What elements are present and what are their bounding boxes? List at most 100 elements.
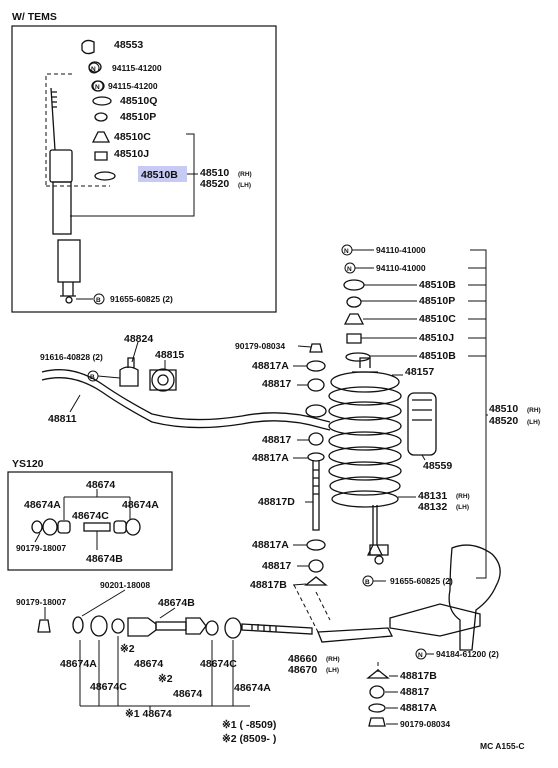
label-91655-right: 91655-60825 (2) xyxy=(390,576,453,586)
mark-2-left: ※2 xyxy=(120,643,135,655)
tems-shock-absorber xyxy=(49,87,81,304)
label-48510j: 48510J xyxy=(114,148,149,160)
label-48811: 48811 xyxy=(48,413,77,425)
label-90201-18008: 90201-18008 xyxy=(100,580,150,590)
part-48510b xyxy=(94,171,116,181)
label-48817a-1: 48817A xyxy=(252,360,289,372)
part-48553 xyxy=(81,39,95,55)
label-48510q: 48510Q xyxy=(120,95,157,107)
washer-90201 xyxy=(72,616,84,634)
steering-knuckle xyxy=(448,544,501,651)
label-94115-41200-b: 94115-41200 xyxy=(108,81,158,91)
cushion-48817a-2 xyxy=(307,452,325,462)
label-48510b-highlighted[interactable]: 48510B xyxy=(141,169,178,181)
label-ys-48674a-right: 48674A xyxy=(122,499,159,511)
label-90179-18007-bottom: 90179-18007 xyxy=(16,597,66,607)
link-end-top xyxy=(305,404,327,418)
nut-90179 xyxy=(309,343,323,353)
collar-48674c-right xyxy=(205,620,219,636)
footnote-2: ※2 (8509- ) xyxy=(222,733,276,745)
svg-text:N: N xyxy=(418,652,423,659)
nut-90179-18007 xyxy=(37,619,51,633)
stabilizer-bar-outline xyxy=(41,377,331,431)
label-ys-90179-18007: 90179-18007 xyxy=(16,543,66,553)
label-90179-08034-b: 90179-08034 xyxy=(400,719,450,729)
cushion-48674a-right xyxy=(224,617,242,639)
label-48510c: 48510C xyxy=(114,131,151,143)
label-48670: 48670 xyxy=(288,664,317,676)
label-48132: 48132 xyxy=(418,501,447,513)
mark-2-right: ※2 xyxy=(158,673,173,685)
tems-dash-line xyxy=(45,73,110,187)
label-48157: 48157 xyxy=(405,366,434,378)
label-rh-arm: (RH) xyxy=(326,656,340,663)
collar-48674c-left xyxy=(111,618,125,634)
cushion-48817-1 xyxy=(307,378,325,392)
stabilizer-bracket-48824 xyxy=(119,357,139,387)
label-48674b-bottom: 48674B xyxy=(158,597,195,609)
label-48817a-2: 48817A xyxy=(252,452,289,464)
label-48674a-bottom-right: 48674A xyxy=(234,682,271,694)
part-48510b-right xyxy=(343,279,365,291)
tems-parts xyxy=(81,39,116,181)
tems-bracket xyxy=(70,133,195,217)
part-48510c xyxy=(91,131,111,143)
bolt-48674b xyxy=(127,617,157,637)
ys120-box xyxy=(7,471,173,571)
arm-dash xyxy=(293,584,319,633)
label-48674-bottom-right: 48674 xyxy=(173,688,202,700)
ys120-parts xyxy=(31,518,141,536)
bottom-tie-rod-parts xyxy=(37,615,313,639)
part-48510b2-right xyxy=(345,352,371,362)
ys120-90179-leader xyxy=(34,532,41,543)
stab-bolt-leader xyxy=(97,375,121,379)
cushion-48817-3 xyxy=(308,559,324,573)
svg-text:N: N xyxy=(344,248,349,255)
label-lh-right: (LH) xyxy=(527,419,540,426)
part-48510j xyxy=(94,151,108,161)
label-48817-4: 48817 xyxy=(400,686,429,698)
coil-spring-48131 xyxy=(328,371,402,508)
part-48510q xyxy=(92,96,112,106)
svg-text:N: N xyxy=(347,266,352,273)
label-48815: 48815 xyxy=(155,349,184,361)
label-48817d: 48817D xyxy=(258,496,295,508)
part-48510p-right xyxy=(346,296,362,308)
tie-rod-thread-lines xyxy=(251,624,277,632)
n-symbol-4: N xyxy=(344,262,356,274)
cushion-48817a-3 xyxy=(306,539,326,551)
label-lh-tems: (LH) xyxy=(238,182,251,189)
lower-arm-48660 xyxy=(317,627,394,643)
label-48817a-4: 48817A xyxy=(400,702,437,714)
label-48674c-bottom-right: 48674C xyxy=(200,658,237,670)
label-48817-3: 48817 xyxy=(262,560,291,572)
center-leaders xyxy=(292,345,313,586)
label-rh-tems: (RH) xyxy=(238,171,252,178)
svg-text:B: B xyxy=(90,374,95,381)
label-94184-61200: 94184-61200 (2) xyxy=(436,649,499,659)
label-48817a-3: 48817A xyxy=(252,539,289,551)
strut-top-parts xyxy=(343,279,371,362)
b-symbol-tems: B xyxy=(93,293,105,305)
ys120-bracket xyxy=(63,489,131,520)
n-symbol-1: N xyxy=(88,62,100,74)
label-ys-48674a-left: 48674A xyxy=(24,499,61,511)
lower-control-arm-bracket xyxy=(389,603,481,637)
label-ys-48674: 48674 xyxy=(86,479,115,491)
footnote-1: ※1 ( -8509) xyxy=(222,719,276,731)
svg-text:N: N xyxy=(95,84,100,91)
label-rh-spring: (RH) xyxy=(456,493,470,500)
label-48824: 48824 xyxy=(124,333,153,345)
svg-text:B: B xyxy=(365,579,370,586)
label-48674-bottom-left: 48674 xyxy=(134,658,163,670)
n-symbol-5: N xyxy=(415,648,427,660)
label-48510b-right: 48510B xyxy=(419,279,456,291)
label-48510-tems: 48510 xyxy=(200,167,229,179)
cushion-48817b xyxy=(304,576,328,586)
link-bolt-thread xyxy=(313,469,319,495)
cushion-48674a-left xyxy=(90,615,108,637)
b-symbol-right: B xyxy=(362,575,374,587)
diagram-code: MC A155-C xyxy=(480,741,525,751)
label-91616-40828: 91616-40828 (2) xyxy=(40,352,103,362)
